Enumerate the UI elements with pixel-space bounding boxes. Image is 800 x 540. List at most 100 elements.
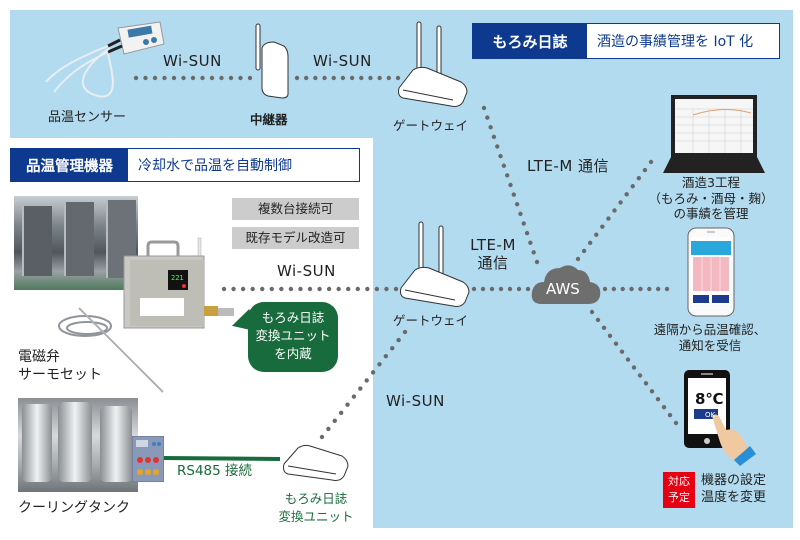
control-panel-icon — [132, 436, 164, 482]
connection-dot — [332, 418, 337, 424]
connection-dot — [661, 404, 667, 410]
repeater-label: 中継器 — [250, 112, 288, 127]
link-gateway2-aws — [471, 286, 531, 292]
connection-dot — [643, 381, 649, 386]
tank-label: クーリングタンク — [18, 500, 130, 516]
connection-dot — [317, 286, 322, 292]
connection-dot — [629, 286, 634, 292]
connection-dot — [491, 134, 497, 140]
connection-dot — [384, 286, 389, 292]
connection-dot — [589, 309, 595, 315]
connection-dot — [607, 333, 613, 338]
connection-dot — [402, 329, 408, 335]
link-gateway-aws — [481, 105, 540, 265]
connection-dot — [642, 167, 648, 173]
connection-dot — [238, 75, 243, 81]
connection-dot — [250, 286, 255, 292]
connection-dot — [667, 412, 673, 418]
connection-dot — [326, 286, 332, 292]
connection-dot — [528, 240, 533, 245]
connection-dot — [240, 286, 246, 292]
aws-label: AWS — [546, 280, 580, 298]
connection-dot — [313, 75, 318, 81]
wisun-label-4: Wi-SUN — [386, 392, 445, 410]
connection-dot — [594, 232, 599, 237]
ltem-label-2: LTE-M 通信 — [470, 236, 516, 272]
connection-dot — [624, 192, 629, 197]
converter-unit-icon — [283, 444, 349, 481]
connection-dot — [340, 75, 346, 81]
connection-dot — [377, 362, 382, 367]
bubble-line-2: 変換ユニット — [255, 328, 331, 343]
link-aws-pc — [575, 159, 654, 262]
connection-dot — [143, 75, 148, 81]
cooling-tank-photo — [18, 398, 138, 492]
connection-dot — [649, 389, 655, 394]
pc-label-line-3: の事績を管理 — [673, 206, 749, 222]
thermo-label-line-2: サーモセット — [18, 367, 102, 383]
connection-dot — [511, 192, 517, 197]
connection-dot — [349, 75, 355, 81]
connection-dot — [303, 75, 309, 81]
connection-dot — [673, 420, 679, 426]
ltem-line-1: LTE-M — [470, 236, 516, 254]
connection-dot — [613, 341, 619, 346]
connection-dot — [606, 216, 611, 221]
connection-dot — [200, 75, 205, 81]
connection-dot — [319, 434, 325, 440]
brand-label: もろみ日誌 — [473, 24, 587, 58]
connection-dot — [602, 286, 608, 292]
ltem-line-2: 通信 — [477, 254, 509, 272]
connection-dot — [365, 286, 370, 292]
connection-dot — [393, 286, 399, 292]
connection-dot — [209, 75, 215, 81]
link-repeater-gateway — [294, 75, 401, 81]
connection-dot — [655, 397, 661, 402]
gateway-icon — [398, 21, 468, 107]
control-label-line-2: 温度を変更 — [701, 490, 767, 505]
connection-dot — [345, 402, 350, 407]
connection-dot — [595, 317, 601, 323]
repeater-icon — [255, 23, 289, 99]
wisun-label-2: Wi-SUN — [313, 52, 372, 70]
connection-dot — [600, 224, 605, 229]
tag-multiple-connections: 複数台接続可 — [232, 198, 359, 220]
connection-dot — [351, 394, 357, 399]
connection-dot — [358, 386, 363, 391]
connection-dot — [364, 378, 369, 383]
gateway-label-1: ゲートウェイ — [393, 118, 469, 133]
connection-dot — [377, 75, 382, 81]
rs485-label: RS485 接続 — [177, 463, 253, 479]
connection-dot — [524, 230, 530, 236]
connection-dot — [374, 286, 380, 292]
connection-dot — [181, 75, 186, 81]
connection-dot — [521, 221, 526, 226]
connection-dot — [531, 250, 536, 255]
connection-dot — [368, 75, 373, 81]
connection-dot — [396, 337, 401, 343]
connection-dot — [637, 373, 643, 378]
connection-dot — [221, 286, 227, 292]
connection-dot — [269, 286, 274, 292]
built-in-converter-bubble: もろみ日誌 変換ユニット を内蔵 — [248, 302, 338, 372]
control-phone-ok-button[interactable]: OK — [704, 411, 716, 419]
bubble-line-1: もろみ日誌 — [261, 310, 325, 325]
connection-dot — [504, 173, 510, 178]
connection-dot — [288, 286, 294, 292]
connection-dot — [133, 75, 139, 81]
wisun-label-3: Wi-SUN — [277, 262, 336, 280]
connection-dot — [648, 159, 654, 165]
pc-label-line-1: 酒造3工程 — [682, 175, 740, 190]
fermentation-tank-photo — [14, 196, 138, 290]
connection-dot — [162, 75, 167, 81]
connection-dot — [575, 256, 581, 262]
pc-label-line-2: （もろみ・酒母・麹） — [648, 190, 774, 206]
aws-cloud-icon — [531, 265, 601, 304]
device-section-subtitle: 冷却水で品温を自動制御 — [138, 158, 292, 174]
connection-dot — [480, 286, 486, 292]
connection-dot — [581, 248, 587, 254]
phone-label-line-2: 通知を受信 — [678, 337, 742, 353]
connection-dot — [485, 115, 490, 120]
wisun-label-1: Wi-SUN — [163, 52, 222, 70]
connection-dot — [383, 354, 389, 359]
